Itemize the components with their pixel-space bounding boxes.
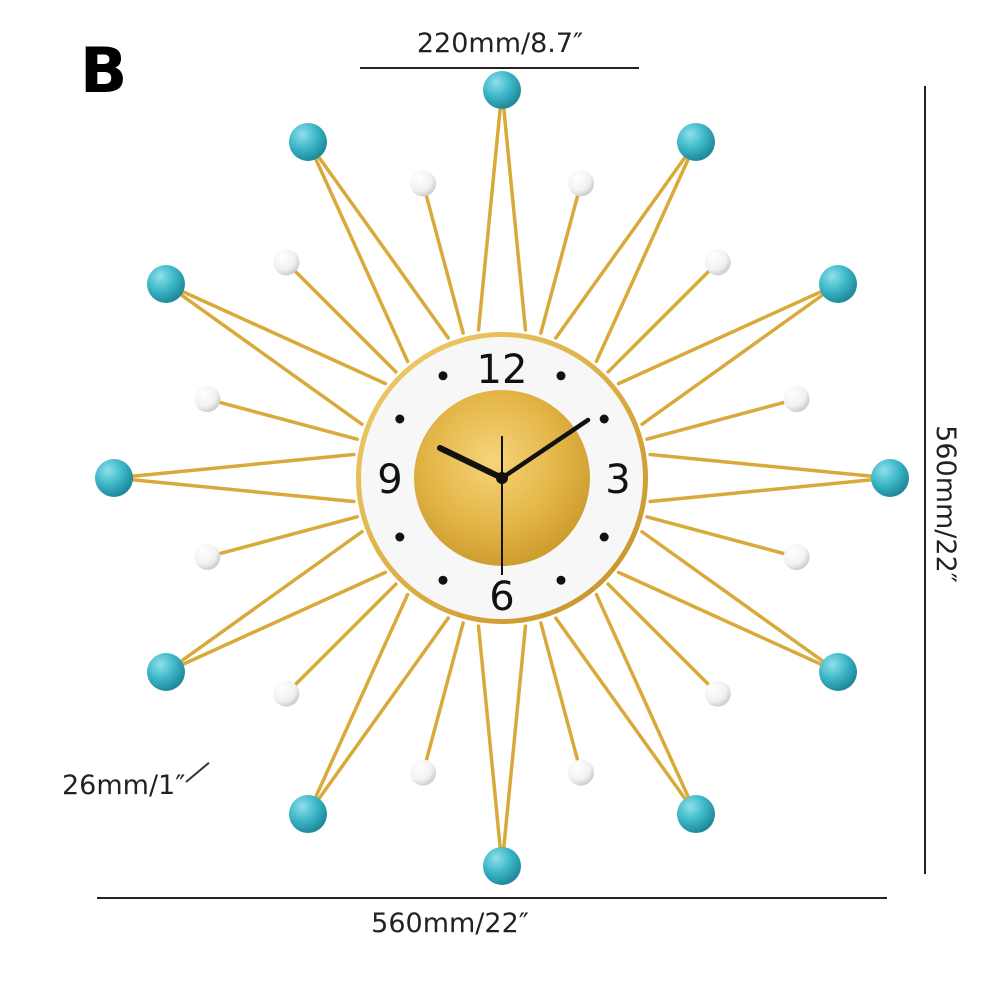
turquoise-ball-tips: [95, 71, 909, 885]
gold-rod: [284, 260, 398, 374]
white-ball: [194, 386, 221, 413]
variant-label: B: [80, 34, 128, 107]
top-width-line: [360, 67, 639, 69]
gold-rod: [554, 140, 698, 340]
white-ball: [567, 170, 594, 197]
gold-rod: [594, 140, 698, 364]
numeral-3: 3: [605, 457, 630, 503]
turquoise-ball: [146, 653, 185, 691]
bottom-width-label: 560mm/22″: [371, 908, 529, 939]
white-ball: [273, 680, 300, 707]
bottom-width-line: [97, 897, 887, 899]
gold-rod: [164, 530, 364, 674]
height-line: [924, 86, 926, 874]
gold-rod: [421, 181, 465, 335]
gold-rod: [539, 181, 583, 335]
numeral-9: 9: [377, 457, 402, 503]
hour-marker-dot: [395, 532, 405, 542]
turquoise-ball: [677, 122, 715, 161]
hour-marker-dot: [599, 414, 609, 424]
hour-marker-dot: [438, 575, 448, 585]
hour-marker-dot: [599, 532, 609, 542]
gold-rod: [554, 616, 698, 816]
gold-rod: [306, 140, 410, 364]
gold-rod: [606, 260, 720, 374]
gold-rod: [205, 515, 359, 559]
turquoise-ball: [483, 71, 521, 109]
gold-rod: [164, 282, 364, 426]
gold-rod: [306, 616, 450, 816]
numeral-6: 6: [489, 574, 514, 620]
hour-marker-dot: [438, 371, 448, 381]
hour-markers: [395, 371, 609, 585]
gold-rod: [500, 88, 528, 332]
gold-rod: [640, 282, 840, 426]
gold-rod: [164, 570, 388, 674]
center-cap: [496, 472, 508, 484]
top-width-label: 220mm/8.7″: [416, 28, 584, 59]
gold-rod: [306, 592, 410, 816]
gold-rod: [606, 582, 720, 696]
gold-rod: [476, 88, 504, 332]
gold-rods: [112, 88, 892, 868]
white-ball: [410, 759, 437, 786]
gold-rod: [500, 624, 528, 868]
turquoise-ball: [289, 122, 327, 161]
white-ball: [273, 249, 300, 276]
white-ball: [567, 759, 594, 786]
gold-rod: [205, 397, 359, 441]
white-ball-tips: [194, 170, 810, 786]
white-ball: [704, 249, 731, 276]
gold-rod: [645, 515, 799, 559]
turquoise-ball: [95, 459, 133, 497]
white-ball: [783, 386, 810, 413]
gold-rod: [284, 582, 398, 696]
turquoise-ball: [819, 653, 858, 691]
gold-rod: [112, 476, 356, 504]
gold-rod: [594, 592, 698, 816]
gold-rod: [616, 282, 840, 386]
gold-rod: [421, 621, 465, 775]
hour-marker-dot: [556, 371, 566, 381]
turquoise-ball: [146, 265, 185, 303]
numeral-12: 12: [477, 347, 528, 393]
gold-rod: [648, 476, 892, 504]
gold-rod: [476, 624, 504, 868]
gold-rod: [539, 621, 583, 775]
turquoise-ball: [871, 459, 909, 497]
white-ball: [783, 543, 810, 570]
gold-rod: [306, 140, 450, 340]
white-ball: [704, 680, 731, 707]
gold-rod: [616, 570, 840, 674]
turquoise-ball: [819, 265, 858, 303]
gold-rod: [164, 282, 388, 386]
gold-rod: [640, 530, 840, 674]
turquoise-ball: [289, 795, 327, 834]
white-ball: [410, 170, 437, 197]
turquoise-ball: [483, 847, 521, 885]
hour-marker-dot: [395, 414, 405, 424]
turquoise-ball: [677, 795, 715, 834]
gold-rod: [648, 452, 892, 480]
hour-hand: [437, 445, 505, 481]
hour-marker-dot: [556, 575, 566, 585]
white-ball: [194, 543, 221, 570]
depth-label: 26mm/1″: [62, 770, 186, 801]
gold-rod: [645, 397, 799, 441]
minute-hand: [499, 417, 591, 481]
gold-rod: [112, 452, 356, 480]
